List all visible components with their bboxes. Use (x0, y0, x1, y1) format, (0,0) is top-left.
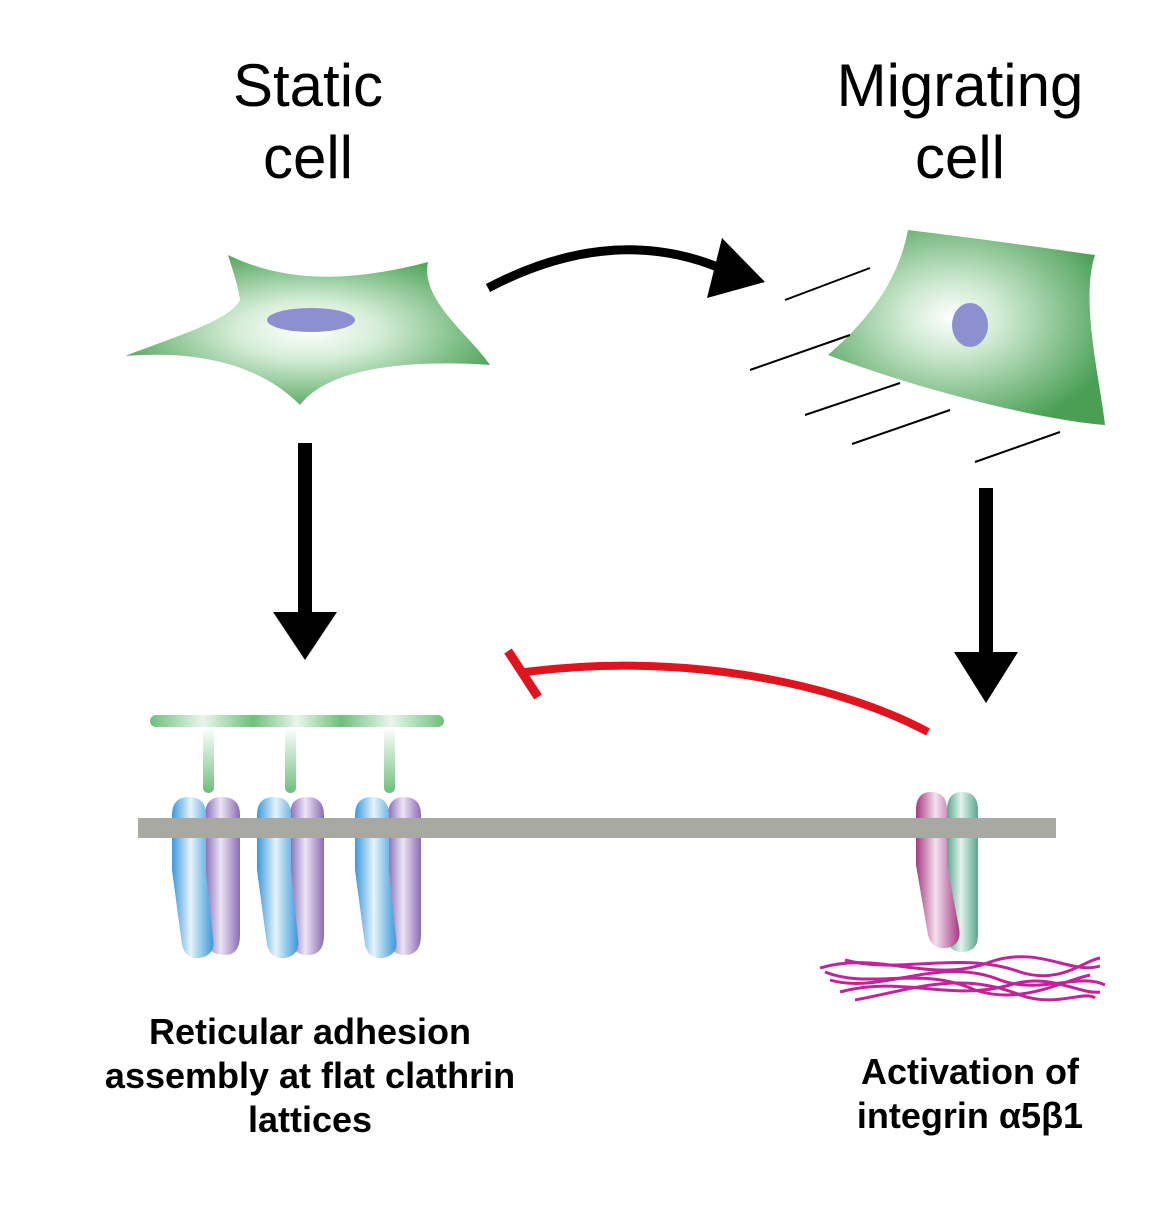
integrin-a5b1 (916, 792, 978, 952)
clathrin-lattice (150, 715, 444, 793)
migrating-down-arrow-head (954, 652, 1018, 703)
migrating-down-arrow-shaft (979, 488, 993, 658)
motion-line (974, 431, 1061, 463)
migrating-cell (749, 230, 1105, 463)
clathrin-stem (285, 727, 296, 793)
ecm-fiber (854, 981, 1096, 1002)
plasma-membrane (138, 818, 1056, 838)
ecm-fiber (839, 979, 1101, 994)
inhibition-arrow (504, 648, 930, 736)
static-cell-label: Static cell (232, 52, 384, 191)
transition-arrow (485, 238, 765, 298)
ecm-fiber (829, 970, 1106, 987)
transition-arrow-shaft (485, 245, 722, 292)
motion-lines (749, 267, 1061, 463)
static-down-arrow (273, 443, 337, 660)
motion-line (851, 409, 951, 445)
migrating-cell-label: Migrating cell (836, 52, 1084, 191)
static-cell (125, 255, 490, 405)
migrating-down-arrow (954, 488, 1018, 703)
clathrin-bar (150, 715, 444, 727)
ecm-fiber (844, 956, 1101, 978)
clathrin-stem (384, 727, 395, 793)
transition-arrow-head (707, 238, 765, 298)
motion-line (749, 334, 851, 371)
inhibition-arrow-line (524, 661, 930, 736)
ecm-fibers (819, 955, 1106, 1002)
integrin-activation-caption: Activation of integrin α5β1 (856, 1051, 1084, 1136)
migrating-cell-nucleus (952, 303, 988, 347)
motion-line (784, 267, 871, 301)
reticular-adhesion-caption: Reticular adhesion assembly at flat clat… (104, 1011, 516, 1140)
static-down-arrow-shaft (298, 443, 312, 618)
motion-line (804, 382, 901, 416)
ecm-fiber (824, 970, 1091, 997)
static-down-arrow-head (273, 612, 337, 660)
clathrin-stem (203, 727, 214, 793)
static-cell-nucleus (267, 308, 355, 332)
inhibition-arrow-bar (504, 648, 542, 700)
